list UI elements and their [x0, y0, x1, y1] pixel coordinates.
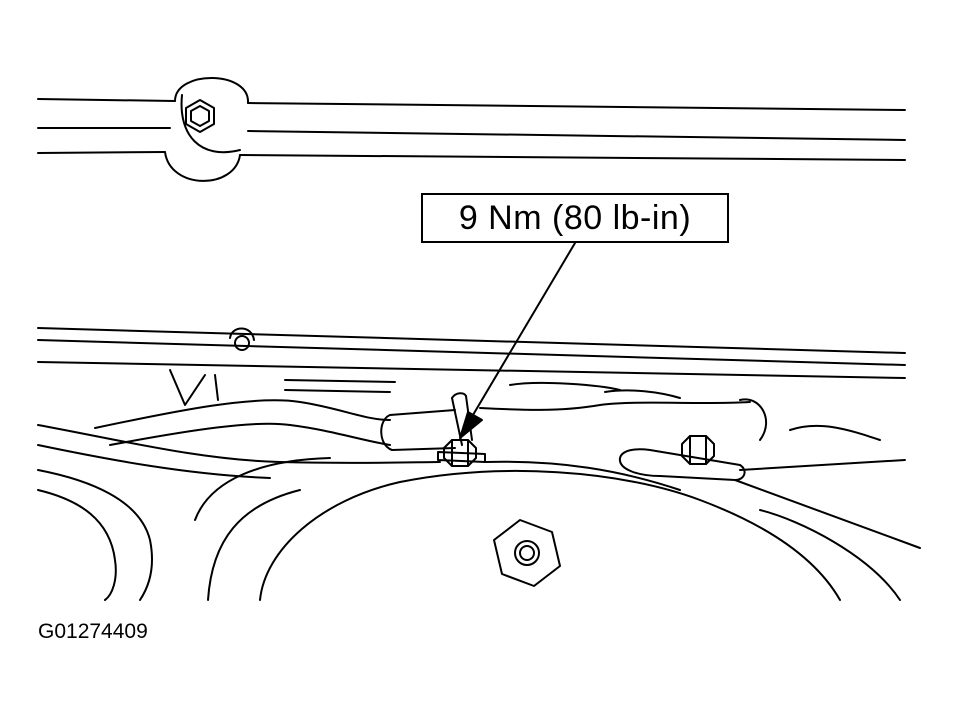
hose-assembly [94, 392, 881, 451]
lower-housing [37, 424, 901, 601]
middle-rail [37, 327, 906, 379]
clamp-bolt [437, 439, 486, 467]
upper-rail [37, 77, 906, 182]
right-bracket [618, 435, 921, 549]
upper-bolt-head [185, 99, 215, 133]
torque-callout-label: 9 Nm (80 lb-in) [421, 193, 729, 243]
figure-id-label: G01274409 [38, 620, 148, 643]
callout-leader [459, 242, 576, 439]
center-hex-nut [493, 519, 561, 587]
rail-brackets [169, 369, 681, 406]
